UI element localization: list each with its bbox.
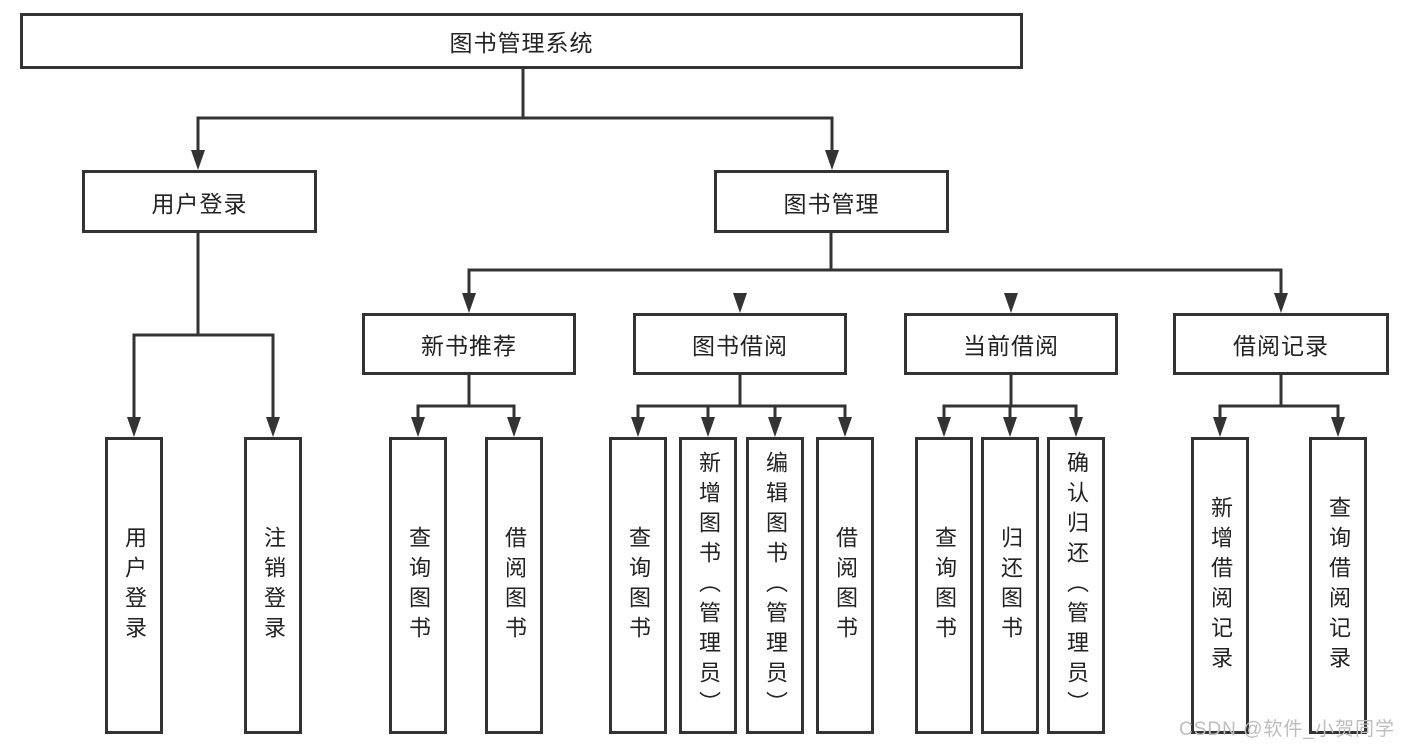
node-book-management-system: 图书管理系统 xyxy=(20,13,1023,69)
leaf-recommend-borrow-books: 借阅图书 xyxy=(485,437,543,734)
node-current-borrow-label: 当前借阅 xyxy=(963,333,1059,359)
node-book-borrow: 图书借阅 xyxy=(633,313,847,375)
leaf-records-add-borrow-record: 新增借阅记录 xyxy=(1191,437,1249,734)
csdn-watermark: CSDN @软件_小贺同学 xyxy=(1179,719,1395,740)
edges-user-login-to-leaves xyxy=(127,233,280,437)
leaf-borrow-query-books: 查询图书 xyxy=(609,437,667,734)
edges-book-borrow-to-leaves xyxy=(631,375,852,437)
leaf-borrow-add-books-admin: 新增图书（管理员） xyxy=(679,437,737,734)
leaf-recommend-query-books-label: 查询图书 xyxy=(406,525,431,646)
leaf-logout-login: 注销登录 xyxy=(244,437,302,734)
edges-new-book-recommend-to-leaves xyxy=(411,375,521,437)
node-borrow-records: 借阅记录 xyxy=(1173,313,1389,375)
leaf-recommend-query-books: 查询图书 xyxy=(389,437,447,734)
leaf-records-query-borrow-record: 查询借阅记录 xyxy=(1309,437,1367,734)
leaf-recommend-borrow-books-label: 借阅图书 xyxy=(502,525,527,646)
leaf-user-login: 用户登录 xyxy=(105,437,163,734)
leaf-current-confirm-return-admin: 确认归还（管理员） xyxy=(1047,437,1105,734)
node-new-book-recommend: 新书推荐 xyxy=(362,313,576,375)
node-new-book-recommend-label: 新书推荐 xyxy=(421,333,517,359)
node-book-borrow-label: 图书借阅 xyxy=(692,333,788,359)
edges-current-borrow-to-leaves xyxy=(937,375,1083,437)
leaf-borrow-add-books-admin-label: 新增图书（管理员） xyxy=(696,450,721,721)
leaf-records-query-borrow-record-label: 查询借阅记录 xyxy=(1326,495,1351,676)
leaf-current-query-books: 查询图书 xyxy=(915,437,973,734)
leaf-borrow-edit-books-admin-label: 编辑图书（管理员） xyxy=(763,450,788,721)
node-user-login: 用户登录 xyxy=(82,170,317,233)
node-book-management-label: 图书管理 xyxy=(783,190,880,217)
leaf-records-add-borrow-record-label: 新增借阅记录 xyxy=(1208,495,1233,676)
node-book-management-system-label: 图书管理系统 xyxy=(449,30,594,56)
leaf-borrow-borrow-books-label: 借阅图书 xyxy=(833,525,858,646)
leaf-borrow-edit-books-admin: 编辑图书（管理员） xyxy=(746,437,804,734)
leaf-current-return-books: 归还图书 xyxy=(981,437,1039,734)
leaf-current-query-books-label: 查询图书 xyxy=(932,525,957,646)
edges-book-management-to-level3 xyxy=(462,233,1288,313)
edges-borrow-records-to-leaves xyxy=(1213,375,1345,437)
edges-root-to-level2 xyxy=(191,69,839,170)
node-book-management: 图书管理 xyxy=(714,170,949,233)
leaf-borrow-borrow-books: 借阅图书 xyxy=(816,437,874,734)
leaf-borrow-query-books-label: 查询图书 xyxy=(626,525,651,646)
leaf-user-login-label: 用户登录 xyxy=(122,525,147,646)
node-user-login-label: 用户登录 xyxy=(151,190,248,217)
leaf-logout-login-label: 注销登录 xyxy=(261,525,286,646)
leaf-current-return-books-label: 归还图书 xyxy=(998,525,1023,646)
node-borrow-records-label: 借阅记录 xyxy=(1233,333,1329,359)
leaf-current-confirm-return-admin-label: 确认归还（管理员） xyxy=(1064,450,1089,721)
node-current-borrow: 当前借阅 xyxy=(904,313,1118,375)
